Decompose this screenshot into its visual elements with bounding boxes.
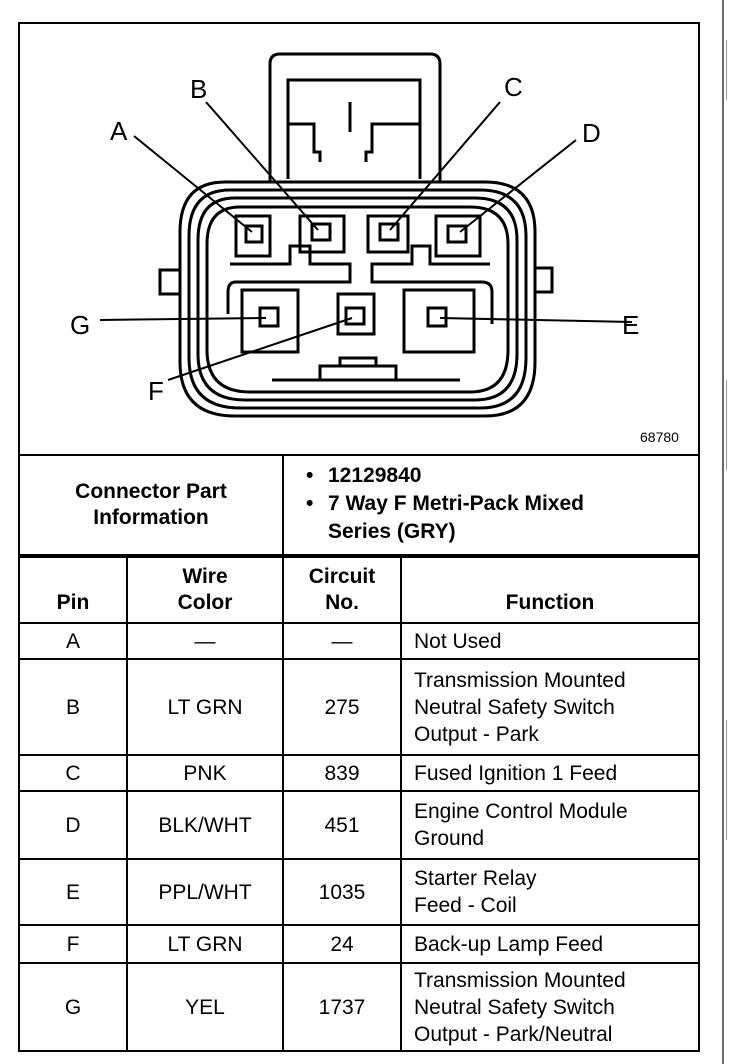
cell-pin: E (18, 858, 128, 926)
connector-description: 7 Way F Metri-Pack Mixed Series (GRY) (306, 490, 698, 546)
cell-function: Engine Control Module Ground (400, 790, 700, 860)
cell-pin: F (18, 924, 128, 964)
cell-circuit: 839 (282, 754, 402, 792)
figure-number: 68780 (640, 429, 679, 445)
connector-drawing (99, 52, 633, 418)
cell-circuit: 1737 (282, 962, 402, 1052)
cell-wire-color: BLK/WHT (126, 790, 284, 860)
header-pin: Pin (18, 556, 128, 624)
pin-label-c: C (504, 72, 523, 102)
connector-diagram: A B C D E F G 68780 (20, 24, 698, 454)
table-row: A — — Not Used (18, 622, 700, 660)
table-row: G YEL 1737 Transmission Mounted Neutral … (18, 962, 700, 1052)
connector-description-line2: Series (GRY) (328, 520, 456, 543)
cell-wire-color: PNK (126, 754, 284, 792)
cell-function: Transmission Mounted Neutral Safety Swit… (400, 962, 700, 1052)
pin-label-g: G (70, 310, 91, 340)
pin-label-a: A (110, 116, 128, 146)
cell-function: Transmission Mounted Neutral Safety Swit… (400, 658, 700, 756)
cell-circuit: — (282, 622, 402, 660)
pin-label-f: F (148, 376, 164, 406)
page-edge-mark (726, 40, 727, 100)
header-circuit-no: Circuit No. (282, 556, 402, 624)
cell-wire-color: PPL/WHT (126, 858, 284, 926)
connector-info-label-line1: Connector Part (75, 480, 227, 503)
table-row: E PPL/WHT 1035 Starter Relay Feed - Coil (18, 858, 700, 926)
connector-info-label-line2: Information (93, 506, 209, 529)
page-edge-line (722, 0, 724, 1064)
cell-wire-color: LT GRN (126, 658, 284, 756)
cell-pin: C (18, 754, 128, 792)
cell-pin: D (18, 790, 128, 860)
cell-pin: A (18, 622, 128, 660)
pin-table-header-row: Pin Wire Color Circuit No. Function (18, 556, 700, 624)
part-number: 12129840 (306, 462, 698, 490)
connector-info-label: Connector Part Information (18, 454, 284, 556)
cell-circuit: 275 (282, 658, 402, 756)
page-edge-mark (726, 380, 727, 470)
table-row: B LT GRN 275 Transmission Mounted Neutra… (18, 658, 700, 756)
connector-info-values: 12129840 7 Way F Metri-Pack Mixed Series… (282, 454, 700, 556)
cell-function: Starter Relay Feed - Coil (400, 858, 700, 926)
cell-function: Fused Ignition 1 Feed (400, 754, 700, 792)
cell-circuit: 451 (282, 790, 402, 860)
pin-table: Pin Wire Color Circuit No. Function A — … (18, 556, 700, 1052)
pin-label-e: E (622, 310, 640, 340)
cell-wire-color: YEL (126, 962, 284, 1052)
header-wire-color: Wire Color (126, 556, 284, 624)
pin-label-b: B (190, 74, 208, 104)
table-row: D BLK/WHT 451 Engine Control Module Grou… (18, 790, 700, 860)
cell-wire-color: — (126, 622, 284, 660)
cell-wire-color: LT GRN (126, 924, 284, 964)
page-edge-mark (726, 720, 727, 840)
cell-function: Not Used (400, 622, 700, 660)
cell-circuit: 24 (282, 924, 402, 964)
pin-label-d: D (582, 118, 601, 148)
table-row: C PNK 839 Fused Ignition 1 Feed (18, 754, 700, 792)
cell-circuit: 1035 (282, 858, 402, 926)
header-function: Function (400, 556, 700, 624)
cell-function: Back-up Lamp Feed (400, 924, 700, 964)
table-row: F LT GRN 24 Back-up Lamp Feed (18, 924, 700, 964)
cell-pin: G (18, 962, 128, 1052)
cell-pin: B (18, 658, 128, 756)
connector-description-line1: 7 Way F Metri-Pack Mixed (328, 492, 584, 515)
connector-info-table: Connector Part Information 12129840 7 Wa… (18, 454, 700, 556)
